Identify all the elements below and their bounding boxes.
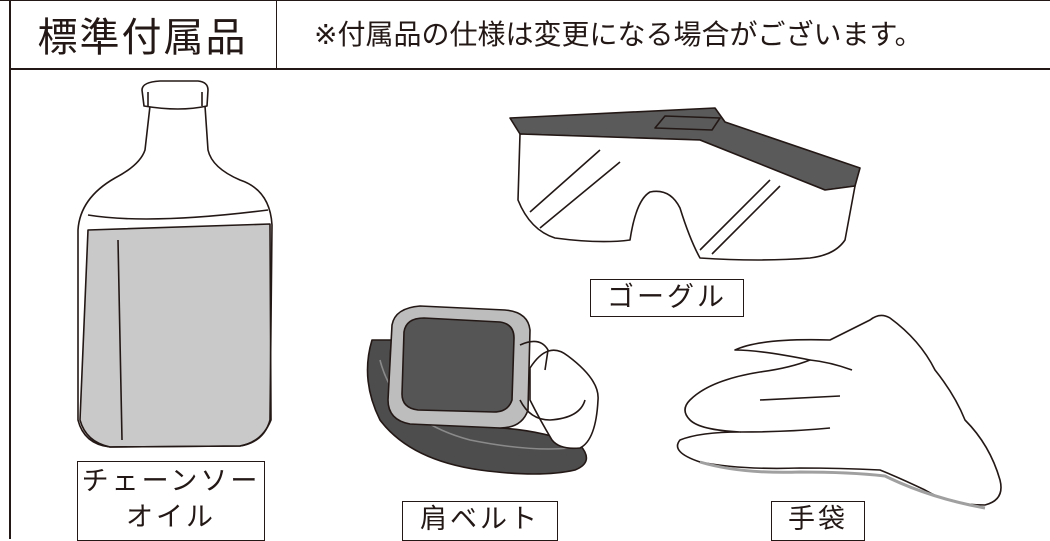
glove-icon	[676, 314, 1002, 510]
header-divider	[9, 68, 1050, 70]
shoulder-belt-icon	[366, 305, 599, 475]
label-chainsaw-oil-line1: チェーンソー	[81, 466, 261, 497]
frame-top-border	[0, 0, 1050, 1]
label-goggles: ゴーグル	[590, 279, 744, 317]
spec-change-note: ※付属品の仕様は変更になる場合がございます。	[314, 18, 923, 51]
goggles-icon	[509, 107, 861, 261]
frame-left-border	[9, 0, 11, 539]
label-chainsaw-oil-line2: オイル	[126, 502, 216, 533]
oil-bottle-icon	[77, 80, 273, 448]
label-shoulder-belt: 肩ベルト	[402, 501, 558, 541]
label-gloves: 手袋	[771, 501, 865, 541]
label-chainsaw-oil: チェーンソー オイル	[77, 461, 265, 541]
section-title: 標準付属品	[9, 0, 277, 68]
